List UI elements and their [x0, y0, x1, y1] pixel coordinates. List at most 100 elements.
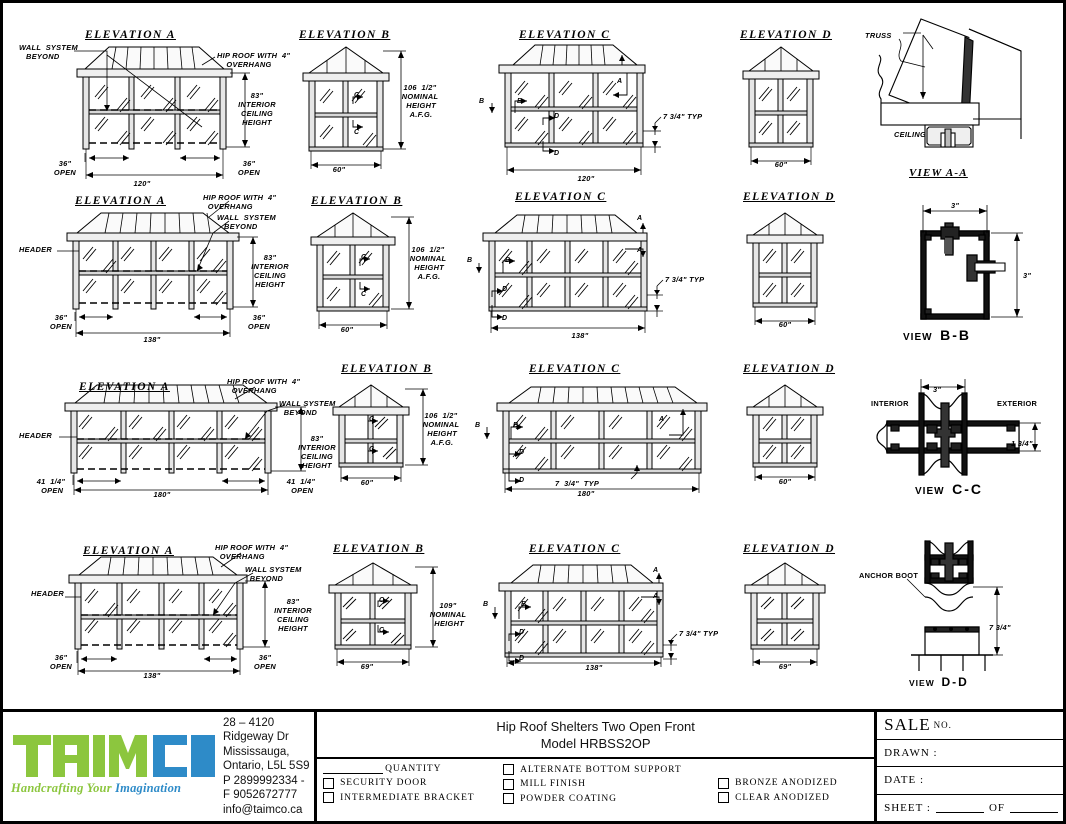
- option-intermediate-bracket[interactable]: INTERMEDIATE BRACKET: [323, 792, 503, 803]
- option-label: BRONZE ANODIZED: [735, 778, 838, 788]
- record-date[interactable]: DATE :: [877, 767, 1063, 795]
- dim-nominal-height: 106 1/2" NOMINAL HEIGHT A.F.G.: [409, 245, 447, 281]
- section-mark-c-top: C: [354, 92, 360, 99]
- section-mark-a-bottom: A: [653, 593, 659, 600]
- product-name: Hip Roof Shelters Two Open Front Model H…: [317, 712, 875, 759]
- elevation-title: ELEVATION D: [743, 363, 836, 375]
- view-d-d-geometry: [906, 540, 1003, 671]
- view-label-id: C-C: [952, 481, 984, 497]
- dim-overall-width: 69": [360, 662, 374, 671]
- elevation-d-geometry: [746, 384, 824, 481]
- elevation-title: ELEVATION C: [529, 543, 621, 555]
- elevation-d-geometry: [746, 212, 824, 325]
- company-address: 28 – 4120 Ridgeway Dr Mississauga, Ontar…: [223, 716, 310, 816]
- section-mark-b-right: B: [521, 601, 527, 608]
- sheet-total-line[interactable]: [1010, 803, 1058, 813]
- option-alternate-bottom-support[interactable]: ALTERNATE BOTTOM SUPPORT: [503, 764, 718, 775]
- elevation-c-geometry: [489, 44, 662, 175]
- view-c-c-geometry: [876, 379, 1041, 476]
- r3-elev-c: ELEVATION C 7 3/4" TYP 180" A B B D D: [469, 359, 739, 535]
- checkbox[interactable]: [503, 793, 515, 804]
- sheet-of-label: OF: [988, 801, 1005, 814]
- view-label: VIEW C-C: [915, 481, 983, 497]
- dim-overall-width: 60": [332, 165, 346, 174]
- dim-typ: 7 3/4" TYP: [665, 275, 705, 284]
- elevation-c-geometry: [476, 214, 664, 333]
- options-checklist: QUANTITY SECURITY DOOR INTERMEDIATE BRAC…: [317, 759, 874, 821]
- section-mark-d-top: D: [519, 629, 525, 636]
- dim-left-open: 36" OPEN: [49, 313, 73, 331]
- callout-truss: TRUSS: [865, 31, 892, 40]
- checkbox[interactable]: [503, 778, 515, 790]
- checkbox[interactable]: [718, 792, 730, 803]
- elevation-title: ELEVATION B: [333, 543, 425, 555]
- elevation-title: ELEVATION A: [75, 195, 166, 207]
- r4-elev-b: ELEVATION B 109" NOMINAL HEIGHT 69" C C: [323, 535, 483, 709]
- elevation-d-geometry: [742, 46, 820, 165]
- elevation-b-geometry: [328, 562, 438, 666]
- r1-elev-a: ELEVATION A WALL SYSTEM BEYOND HIP ROOF …: [17, 7, 290, 188]
- view-label-prefix: VIEW: [903, 332, 933, 343]
- options-column-3-spacer: [718, 764, 868, 774]
- section-mark-a-bottom: A: [637, 247, 643, 254]
- option-quantity[interactable]: QUANTITY: [323, 764, 503, 774]
- record-sheet[interactable]: SHEET : OF: [877, 795, 1063, 822]
- sale-no-suffix: NO.: [933, 720, 952, 731]
- section-mark-d-top: D: [554, 113, 560, 120]
- sheet-number-line[interactable]: [935, 803, 984, 813]
- dim-overall-width: 138": [143, 335, 161, 344]
- callout-hip-roof: HIP ROOF WITH 4" OVERHANG: [227, 377, 301, 395]
- callout-anchor-boot: ANCHOR BOOT: [859, 571, 919, 580]
- r2-elev-b: ELEVATION B 106 1/2" NOMINAL HEIGHT A.F.…: [303, 183, 468, 359]
- option-label: CLEAR ANODIZED: [735, 792, 830, 803]
- option-label: QUANTITY: [385, 764, 442, 774]
- dim-right-open: 36" OPEN: [247, 313, 271, 331]
- option-label: ALTERNATE BOTTOM SUPPORT: [520, 764, 682, 775]
- r4-elev-a: ELEVATION A HIP ROOF WITH 4" OVERHANG WA…: [17, 535, 317, 709]
- logo-letters: [13, 735, 215, 777]
- options-column-1: QUANTITY SECURITY DOOR INTERMEDIATE BRAC…: [323, 764, 503, 821]
- dim-section-height: 1 3/4": [1011, 439, 1033, 448]
- logo-tagline-left: Handcrafting Your: [11, 781, 112, 795]
- drawing-row-3: ELEVATION A HIP ROOF WITH 4" OVERHANG WA…: [3, 359, 1063, 535]
- option-security-door[interactable]: SECURITY DOOR: [323, 777, 503, 789]
- r3-elev-d: ELEVATION D 60": [729, 359, 869, 535]
- dim-ceiling-height: 83" INTERIOR CEILING HEIGHT: [274, 597, 312, 633]
- elevation-title: ELEVATION B: [299, 29, 391, 41]
- section-mark-b-left: B: [467, 257, 473, 264]
- callout-wall-system-beyond: WALL SYSTEM BEYOND: [19, 43, 78, 61]
- elevation-b-geometry: [310, 212, 414, 329]
- option-powder-coating[interactable]: POWDER COATING: [503, 793, 718, 804]
- section-mark-c-bottom: C: [379, 627, 385, 634]
- view-label-id: D-D: [941, 675, 969, 689]
- section-mark-d-top: D: [502, 286, 508, 293]
- elevation-a-geometry: [59, 384, 306, 495]
- label-exterior: EXTERIOR: [997, 399, 1038, 408]
- record-drawn-by[interactable]: DRAWN :: [877, 740, 1063, 767]
- checkbox[interactable]: [503, 764, 515, 775]
- elevation-d-geometry: [744, 562, 826, 666]
- view-a-a: TRUSS CEILING VIEW A-A: [861, 7, 1061, 183]
- dim-overall-width: 138": [571, 331, 589, 340]
- section-mark-a-top: A: [653, 567, 659, 574]
- callout-hip-roof: HIP ROOF WITH 4" OVERHANG: [215, 543, 289, 561]
- checkbox[interactable]: [323, 792, 335, 803]
- section-mark-c-top: C: [361, 254, 367, 261]
- checkbox[interactable]: [323, 777, 335, 789]
- dim-right-open: 41 1/4" OPEN: [286, 477, 316, 495]
- dim-overall-width: 69": [778, 662, 792, 671]
- option-clear-anodized[interactable]: CLEAR ANODIZED: [718, 792, 868, 803]
- date-label: DATE :: [884, 774, 925, 787]
- option-mill-finish[interactable]: MILL FINISH: [503, 778, 718, 790]
- elevation-title: ELEVATION D: [743, 191, 836, 203]
- option-bronze-anodized[interactable]: BRONZE ANODIZED: [718, 777, 868, 789]
- elevation-b-geometry: [332, 384, 428, 482]
- checkbox[interactable]: [718, 777, 730, 789]
- quantity-input-line[interactable]: [323, 765, 384, 774]
- drawing-area: ELEVATION A WALL SYSTEM BEYOND HIP ROOF …: [3, 3, 1063, 709]
- dim-section-height: 3": [1023, 271, 1032, 280]
- section-mark-d-bottom: D: [502, 315, 508, 322]
- elevation-a-geometry: [57, 200, 258, 337]
